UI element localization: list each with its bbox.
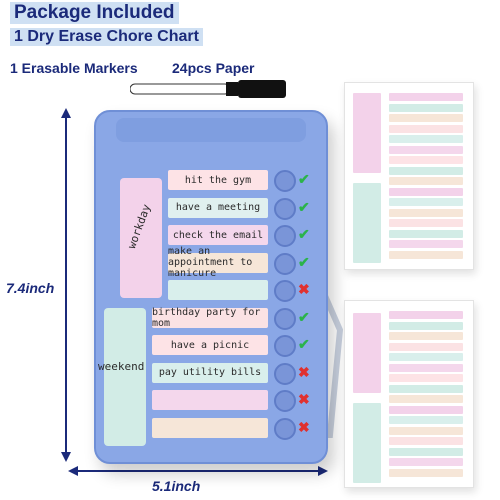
weekend-panel <box>104 308 146 446</box>
slider-knob[interactable] <box>274 390 296 412</box>
paper-strip <box>389 187 463 196</box>
task-strip <box>152 390 268 410</box>
slider-knob[interactable] <box>274 252 296 275</box>
paper-side-block <box>353 183 381 263</box>
width-arrow-icon <box>68 466 328 476</box>
paper-strip <box>389 114 463 122</box>
paper-strip <box>389 342 463 351</box>
paper-strip <box>389 384 463 393</box>
slider-knob[interactable] <box>274 417 296 440</box>
chore-chart-line: 1 Dry Erase Chore Chart <box>10 28 203 46</box>
refill-paper-2 <box>344 300 474 488</box>
paper-strip <box>389 156 463 164</box>
paper-strip <box>389 353 463 361</box>
cross-icon: ✖ <box>298 363 310 380</box>
slider-knob[interactable] <box>274 170 296 192</box>
paper-side-block <box>353 403 381 483</box>
paper-strip <box>389 145 463 154</box>
paper-strip <box>389 219 463 227</box>
marker-line: 1 Erasable Markers <box>10 60 138 76</box>
height-label: 7.4inch <box>6 278 55 298</box>
paper-strip <box>389 468 463 477</box>
package-title: Package Included <box>10 2 179 24</box>
paper-strip <box>389 250 463 259</box>
task-strip <box>152 417 268 438</box>
task-strip: have a meeting <box>168 197 268 218</box>
paper-strip <box>389 395 463 403</box>
paper-side-block <box>353 313 381 393</box>
paper-strip <box>389 437 463 445</box>
check-icon: ✔ <box>298 336 310 352</box>
paper-strip <box>389 103 463 112</box>
task-strip: have a picnic <box>152 335 268 355</box>
paper-strip <box>389 458 463 466</box>
workday-panel <box>120 178 162 298</box>
paper-side-block <box>353 93 381 173</box>
paper-strip <box>389 311 463 319</box>
task-strip: birthday party for mom <box>152 307 268 329</box>
paper-strip <box>389 240 463 248</box>
width-label: 5.1inch <box>152 478 201 494</box>
cross-icon: ✖ <box>298 391 310 407</box>
slider-knob[interactable] <box>274 225 296 247</box>
paper-strip <box>389 124 463 133</box>
paper-strip <box>389 93 463 101</box>
cross-icon: ✖ <box>298 418 310 435</box>
slider-knob[interactable] <box>274 197 296 220</box>
paper-strip <box>389 198 463 206</box>
paper-strip <box>389 166 463 175</box>
paper-strip <box>389 208 463 217</box>
paper-strip <box>389 229 463 238</box>
paper-strip <box>389 135 463 143</box>
weekend-label: weekend <box>98 360 145 373</box>
paper-strip <box>389 332 463 340</box>
check-icon: ✔ <box>298 198 310 215</box>
check-icon: ✔ <box>298 171 310 187</box>
check-icon: ✔ <box>298 308 310 325</box>
chore-board: workday weekend hit the gym✔have a meeti… <box>94 110 328 464</box>
paper-strip <box>389 321 463 330</box>
paper-strip <box>389 426 463 435</box>
task-strip: make an appointment to manicure <box>168 246 268 279</box>
marker-icon <box>130 80 286 98</box>
paper-line: 24pcs Paper <box>172 60 255 76</box>
paper-strip <box>389 374 463 382</box>
paper-strip <box>389 416 463 424</box>
task-strip <box>168 280 268 300</box>
task-strip: check the email <box>168 225 268 245</box>
slider-knob[interactable] <box>274 280 296 302</box>
board-header-slot <box>116 118 306 142</box>
paper-strip <box>389 447 463 456</box>
paper-strip <box>389 177 463 185</box>
refill-paper-1 <box>344 82 474 270</box>
paper-strip <box>389 405 463 414</box>
check-icon: ✔ <box>298 253 310 270</box>
paper-strip <box>389 363 463 372</box>
slider-knob[interactable] <box>274 362 296 385</box>
slider-knob[interactable] <box>274 335 296 357</box>
check-icon: ✔ <box>298 226 310 242</box>
height-arrow-icon <box>61 108 71 462</box>
cross-icon: ✖ <box>298 281 310 297</box>
task-strip: pay utility bills <box>152 362 268 383</box>
slider-knob[interactable] <box>274 307 296 330</box>
task-strip: hit the gym <box>168 170 268 190</box>
